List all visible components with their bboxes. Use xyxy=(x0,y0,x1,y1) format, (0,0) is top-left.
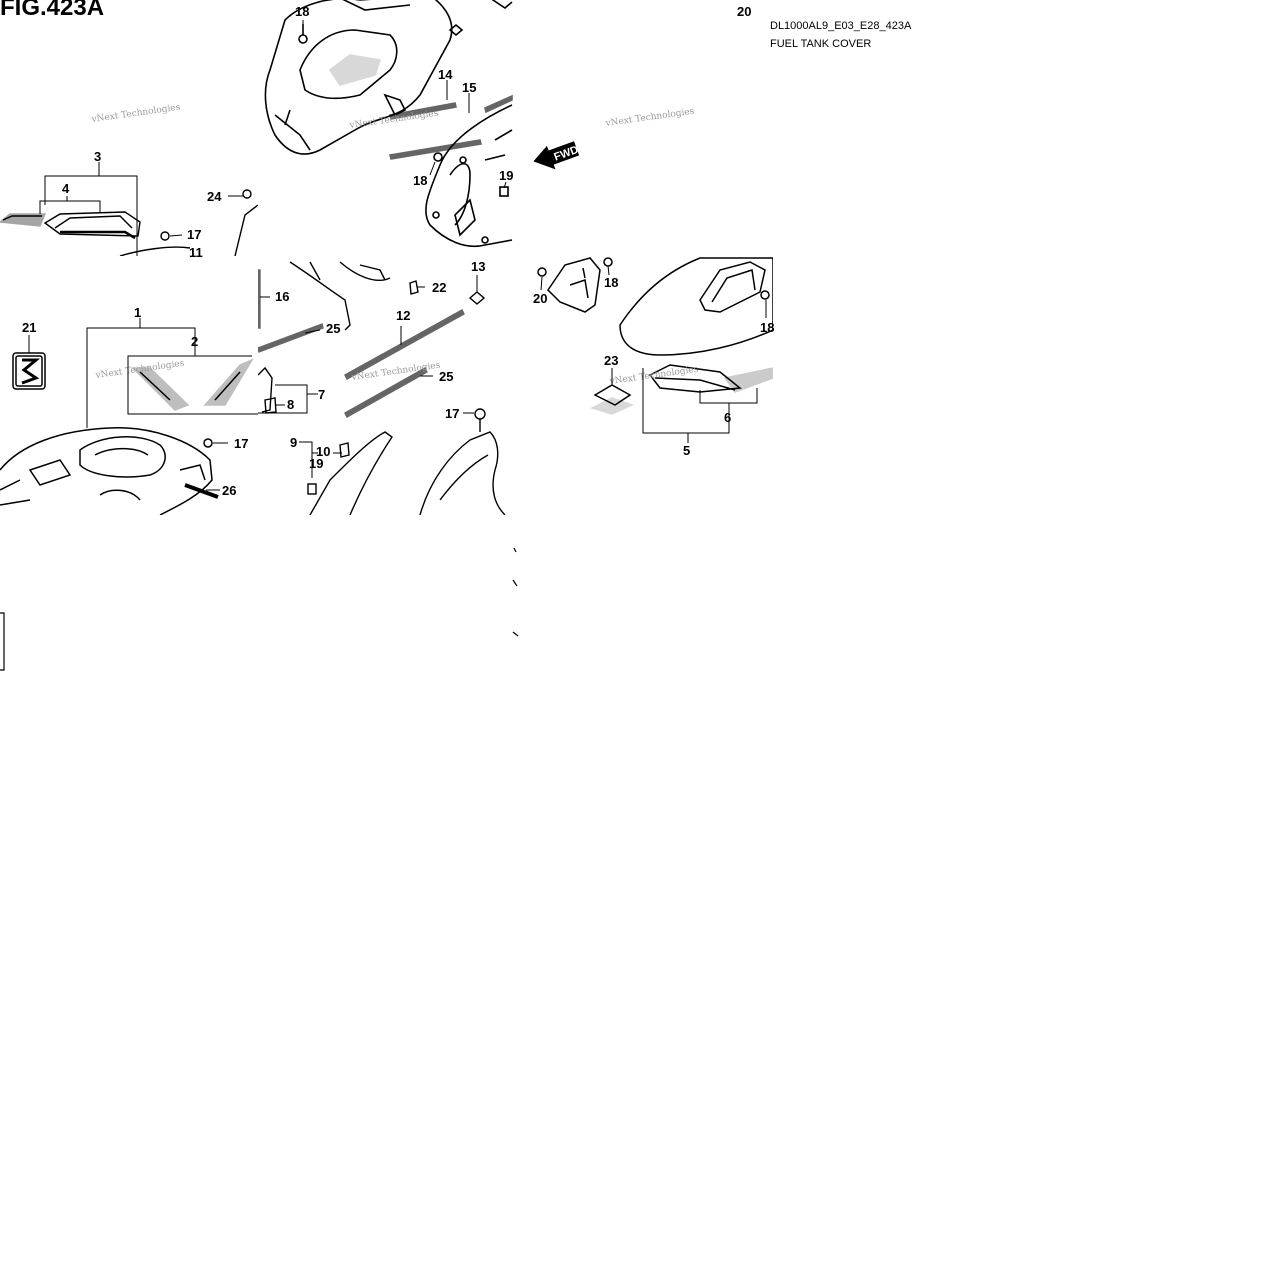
watermark-text: vNext Technologies xyxy=(604,107,695,130)
forward-arrow-icon: FWD xyxy=(533,141,580,170)
callout-8: 8 xyxy=(287,397,294,412)
callout-18: 18 xyxy=(413,173,427,188)
callout-2: 2 xyxy=(191,334,198,349)
callout-4: 4 xyxy=(62,181,70,196)
callout-19: 19 xyxy=(309,456,323,471)
callout-3: 3 xyxy=(94,149,101,164)
watermark-text: vNext Technologies xyxy=(608,365,699,388)
callout-17: 17 xyxy=(187,227,201,242)
callout-5: 5 xyxy=(683,443,690,458)
callout-25: 25 xyxy=(439,369,453,384)
watermark-text: vNext Technologies xyxy=(90,103,181,126)
callout-18: 18 xyxy=(295,4,309,19)
callout-25: 25 xyxy=(326,321,340,336)
panel-artifacts xyxy=(0,547,519,671)
callout-20: 20 xyxy=(737,4,751,19)
callout-22: 22 xyxy=(432,280,446,295)
callout-13: 13 xyxy=(471,259,485,274)
figure-title: FIG.423A xyxy=(0,0,105,21)
tank-cover-drawing xyxy=(537,257,773,415)
callout-21: 21 xyxy=(22,320,36,335)
callout-labels: 18 20 14 15 3 18 19 4 24 17 11 13 18 22 … xyxy=(22,4,774,498)
callout-17: 17 xyxy=(445,406,459,421)
fuel-tank-drawing xyxy=(0,352,254,515)
callout-1: 1 xyxy=(134,305,141,320)
callout-18: 18 xyxy=(604,275,618,290)
callout-16: 16 xyxy=(275,289,289,304)
callout-9: 9 xyxy=(290,435,297,450)
callout-12: 12 xyxy=(396,308,410,323)
callout-20: 20 xyxy=(533,291,547,306)
watermark-text: vNext Technologies xyxy=(94,359,185,382)
callout-15: 15 xyxy=(462,80,476,95)
callout-18: 18 xyxy=(760,320,774,335)
front-cowl-drawing xyxy=(264,0,513,248)
callout-24: 24 xyxy=(207,189,222,204)
callout-23: 23 xyxy=(604,353,618,368)
callout-17: 17 xyxy=(234,436,248,451)
figure-code: DL1000AL9_E03_E28_423A xyxy=(770,20,912,32)
callout-11: 11 xyxy=(189,245,203,260)
callout-10: 10 xyxy=(316,444,330,459)
forward-label: FWD xyxy=(552,144,580,164)
callout-14: 14 xyxy=(438,67,453,82)
callout-26: 26 xyxy=(222,483,236,498)
figure-name: FUEL TANK COVER xyxy=(770,38,872,50)
side-decal-drawing xyxy=(0,189,258,256)
strips-brackets-drawing xyxy=(258,261,506,515)
callout-7: 7 xyxy=(318,387,325,402)
callout-19: 19 xyxy=(499,168,513,183)
watermark-group: vNext Technologies vNext Technologies vN… xyxy=(90,103,699,388)
leader-lines xyxy=(28,20,767,491)
callout-6: 6 xyxy=(724,410,731,425)
